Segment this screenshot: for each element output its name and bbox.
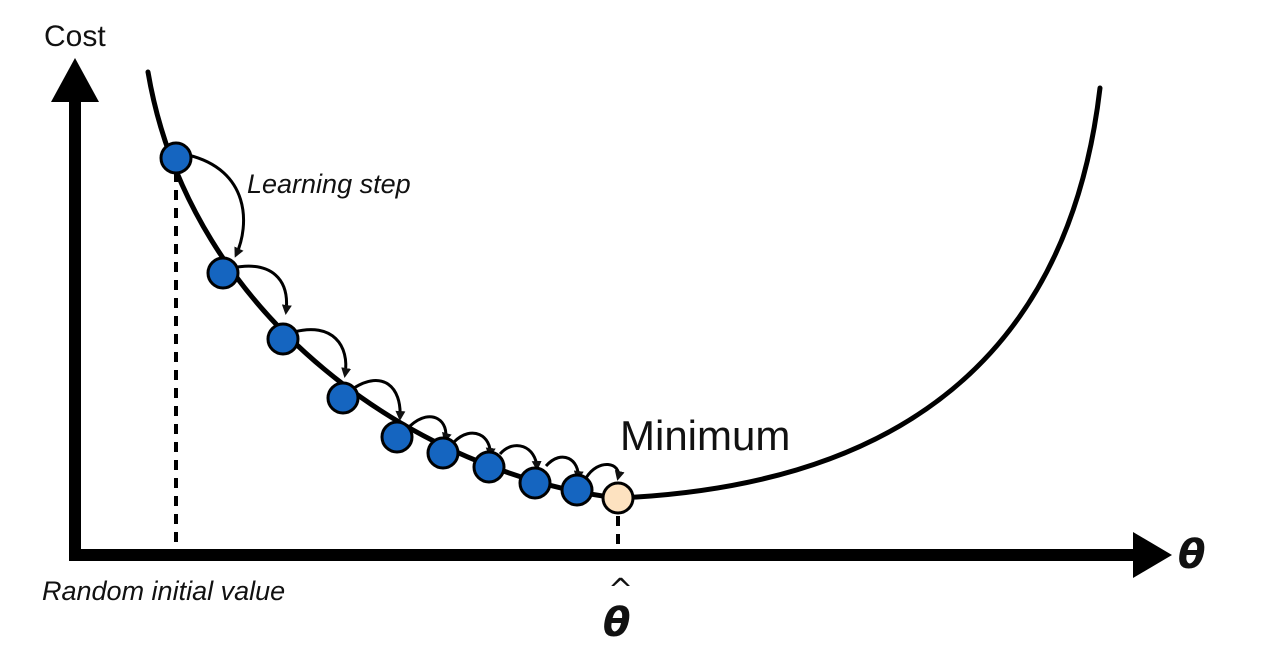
curved-arrow-icon — [408, 415, 452, 443]
curved-arrow-icon — [231, 264, 292, 315]
step-point — [380, 420, 414, 454]
y-axis-label: Cost — [44, 20, 106, 53]
curved-arrow-icon — [498, 444, 542, 471]
minimum-point — [601, 481, 635, 515]
x-axis-arrowhead — [1133, 532, 1172, 578]
learning-step-label: Learning step — [247, 169, 411, 199]
step-point — [266, 322, 300, 356]
step-point — [518, 466, 552, 500]
step-point — [472, 450, 506, 484]
axes — [51, 58, 1172, 578]
step-point — [159, 141, 193, 175]
step-point — [206, 256, 240, 290]
curved-arrow-icon — [452, 431, 496, 458]
step-point — [426, 436, 460, 470]
curved-arrow-icon — [353, 379, 406, 421]
step-arrows — [187, 153, 625, 481]
step-points — [159, 141, 594, 507]
step-point — [326, 381, 360, 415]
x-axis-label: θ — [1178, 532, 1205, 578]
y-axis-arrowhead — [51, 58, 99, 102]
curved-arrow-icon — [293, 328, 352, 378]
random-initial-value-label: Random initial value — [42, 576, 285, 606]
step-point — [560, 473, 594, 507]
theta-hat-label: θ — [603, 600, 630, 646]
curved-arrow-icon — [187, 153, 246, 258]
theta-hat-accent: ^ — [608, 573, 633, 608]
minimum-label: Minimum — [620, 412, 790, 459]
curved-arrow-icon — [584, 463, 625, 481]
